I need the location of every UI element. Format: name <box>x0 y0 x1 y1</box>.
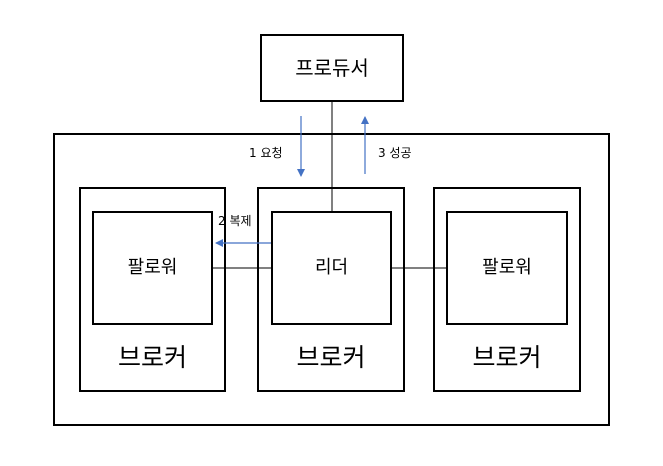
leader-box <box>271 211 392 325</box>
producer-label: 프로듀서 <box>295 56 369 80</box>
broker-label-1: 브로커 <box>117 343 187 372</box>
replicate-label: 2 복제 <box>218 214 252 228</box>
broker-label-3: 브로커 <box>472 343 542 372</box>
broker-label-2: 브로커 <box>296 343 366 372</box>
request-label: 1 요청 <box>249 146 283 160</box>
follower-label-3: 팔로워 <box>482 257 532 278</box>
follower-box-3 <box>446 211 568 325</box>
follower-label-1: 팔로워 <box>127 257 178 278</box>
follower-box-1 <box>92 211 213 325</box>
producer-box <box>260 34 404 102</box>
leader-label: 리더 <box>314 257 349 278</box>
success-label: 3 성공 <box>378 146 412 160</box>
